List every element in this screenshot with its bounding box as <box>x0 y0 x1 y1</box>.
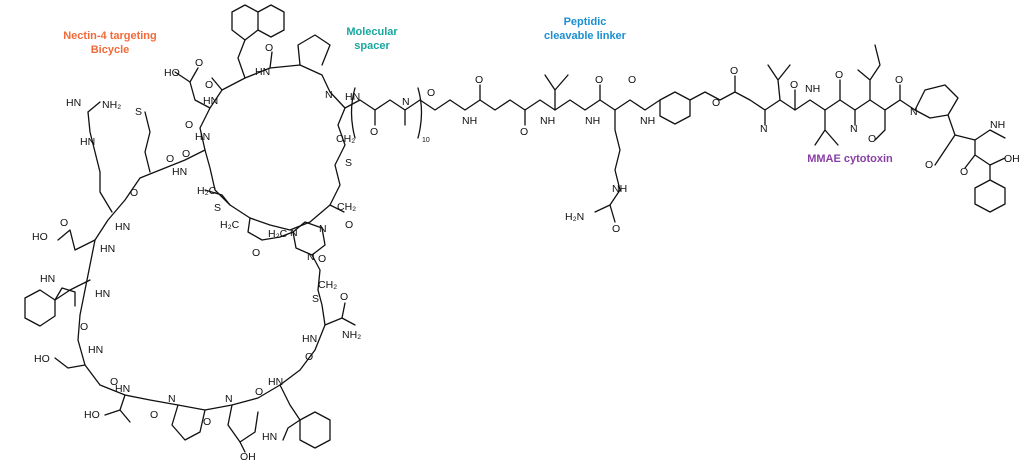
spacer-label-line1: Molecular <box>346 26 398 38</box>
tatb-n1: N <box>290 227 298 239</box>
h2c-mid: H₂C <box>220 219 240 231</box>
hyp-oh: OH <box>240 451 256 460</box>
mmae-o3: O <box>895 74 903 86</box>
urea-nh: NH <box>612 183 627 195</box>
tatb-carbonyl-o1: O <box>345 219 353 231</box>
trp-bottom-o: O <box>305 351 313 363</box>
met-amide-o: O <box>166 153 174 165</box>
urea-o: O <box>612 223 620 235</box>
cys3-nh: HN <box>302 333 317 345</box>
cys1-ch2b: CH₂ <box>337 201 356 213</box>
h2c-right: H₂C <box>268 228 288 240</box>
mmae-o2: O <box>835 69 843 81</box>
cys1-ch2: CH₂ <box>336 133 355 145</box>
trp-left-nh: HN <box>40 273 55 285</box>
pab-nh: NH <box>640 115 655 127</box>
thr-o: O <box>150 409 158 421</box>
asp-hydroxyl: HO <box>164 67 180 79</box>
arg-nh-guan: HN <box>66 97 81 109</box>
trp-left-o: O <box>80 321 88 333</box>
mmae-nh2: NH <box>990 119 1005 131</box>
cys1-s: S <box>345 157 352 169</box>
tatb-core <box>204 189 326 291</box>
thr-ho: HO <box>84 409 100 421</box>
h2c-left: H₂C <box>197 185 217 197</box>
val-nh: NH <box>540 115 555 127</box>
thr-nh: HN <box>115 383 130 395</box>
carbamate-o2: O <box>730 65 738 77</box>
tatb-n2: N <box>319 223 327 235</box>
peg-n: N <box>402 96 410 108</box>
mmae-pro-n: N <box>910 106 918 118</box>
cys3-s: S <box>312 293 319 305</box>
met-s: S <box>135 106 142 118</box>
mmae-oh: OH <box>1004 153 1020 165</box>
tatb-n3: N <box>307 251 315 263</box>
cys-s-upper: S <box>214 202 221 214</box>
arg-nh2: NH₂ <box>102 99 121 111</box>
trp-left-nh-backbone: HN <box>95 288 110 300</box>
linker-label-line1: Peptidic <box>564 16 607 28</box>
pro-carbonyl-o: O <box>265 42 273 54</box>
mmae-o4: O <box>960 166 968 178</box>
arg-o: O <box>130 187 138 199</box>
arg-nh: HN <box>115 221 130 233</box>
mmae-ome1: O <box>868 133 876 145</box>
mmae-o1: O <box>790 79 798 91</box>
linker-chain <box>449 74 751 223</box>
urea-h2n: H₂N <box>565 211 584 223</box>
val-o: O <box>595 74 603 86</box>
mmae-nh1: NH <box>805 83 820 95</box>
upper-ring-o: O <box>185 119 193 131</box>
met-nh: HN <box>172 166 187 178</box>
asp-lower-o: O <box>60 217 68 229</box>
asp-carbonyl-o: O <box>195 57 203 69</box>
pro2-n: N <box>225 393 233 405</box>
mmae-n-me2: N <box>850 123 858 135</box>
cterm-nh2: NH₂ <box>342 329 361 341</box>
pro1-o: O <box>203 416 211 428</box>
mmae-ome2: O <box>925 159 933 171</box>
asp-o: O <box>205 79 213 91</box>
ser-ho: HO <box>34 353 50 365</box>
mmae-n-me1: N <box>760 123 768 135</box>
peg-o: O <box>370 126 378 138</box>
met-carbonyl-o: O <box>182 148 190 160</box>
mmae-chain <box>749 44 1006 213</box>
linker-label-line2: cleavable linker <box>544 30 627 42</box>
ser-o: O <box>110 376 118 388</box>
asp-lower-ho: HO <box>32 231 48 243</box>
cit-nh: NH <box>585 115 600 127</box>
linker-nh1: NH <box>462 115 477 127</box>
ser-nh: HN <box>88 344 103 356</box>
payload-label: MMAE cytotoxin <box>807 153 893 165</box>
pro-n: N <box>325 89 333 101</box>
pro1-n: N <box>168 393 176 405</box>
peg-spacer <box>344 87 451 139</box>
pro2-o: O <box>255 386 263 398</box>
spacer-o: O <box>427 87 435 99</box>
linker-o1: O <box>475 74 483 86</box>
nal-nh: HN <box>255 66 270 78</box>
bicycle-label-line2: Bicycle <box>91 44 130 56</box>
upper-ring-nh: HN <box>195 131 210 143</box>
cys3-ch2: CH₂ <box>318 279 337 291</box>
tatb-carbonyl-o3: O <box>318 253 326 265</box>
asp-lower-nh: HN <box>100 243 115 255</box>
carbamate-o1: O <box>712 97 720 109</box>
trp-bottom-nh-backbone: HN <box>268 376 283 388</box>
linker-o2: O <box>520 126 528 138</box>
trp-bottom-nh: HN <box>262 431 277 443</box>
arg-nh-chain: HN <box>80 136 95 148</box>
asp-nh: HN <box>203 95 218 107</box>
cterm-o: O <box>340 291 348 303</box>
tatb-carbonyl-o2: O <box>252 247 260 259</box>
spacer-label-line2: spacer <box>354 40 390 52</box>
cit-o: O <box>628 74 636 86</box>
bicycle-lower-ring <box>24 101 356 453</box>
bicycle-label-line1: Nectin-4 targeting <box>63 30 157 42</box>
repeat-count: 10 <box>422 137 430 144</box>
